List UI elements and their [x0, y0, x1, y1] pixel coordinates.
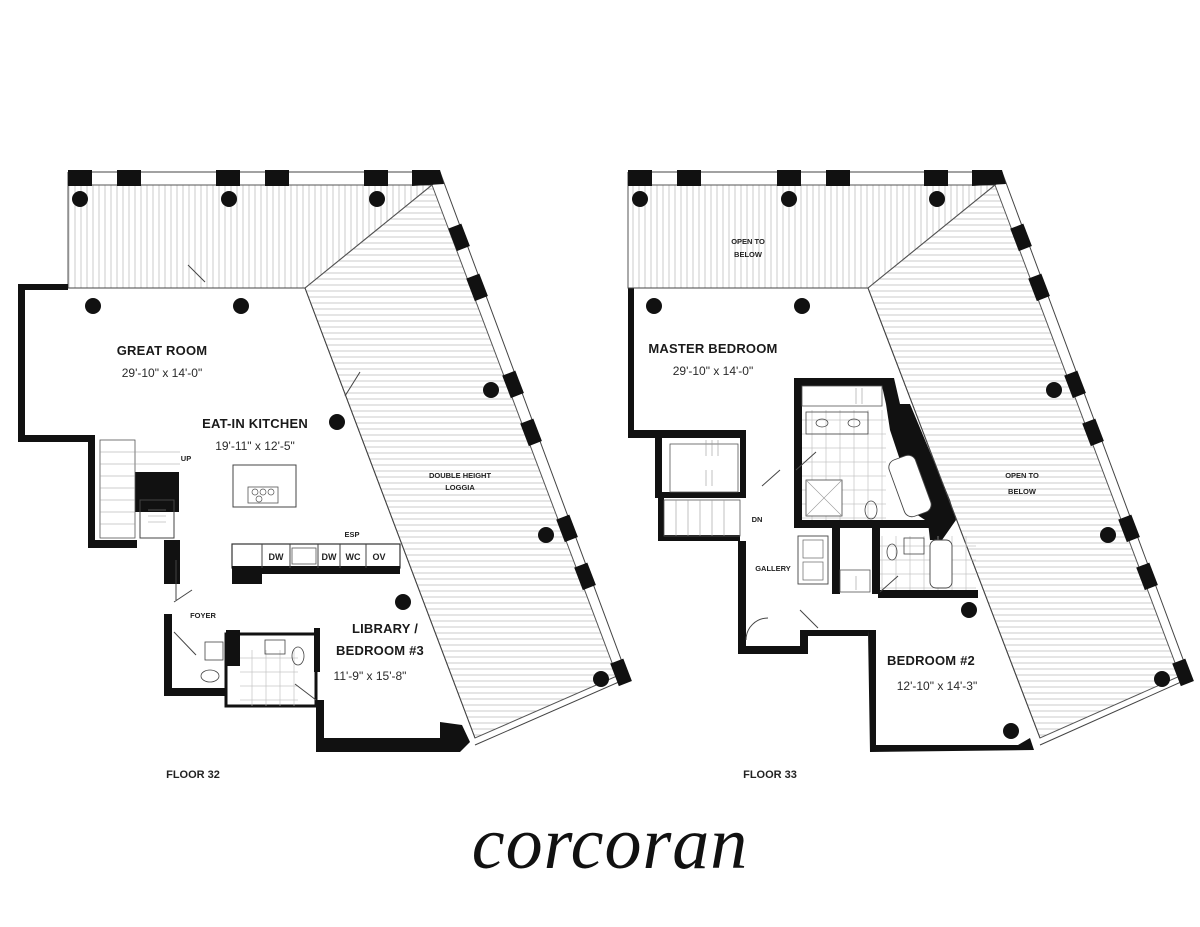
- kitchen-counter: [231, 543, 401, 584]
- master-bedroom-label: MASTER BEDROOM: [648, 341, 777, 356]
- library-label-line1: LIBRARY /: [352, 621, 418, 636]
- loggia-label-line1: DOUBLE HEIGHT: [429, 471, 492, 480]
- up-label: UP: [181, 454, 191, 463]
- gallery-label: GALLERY: [755, 564, 791, 573]
- open-to-below-right-line1: OPEN TO: [1005, 471, 1039, 480]
- library-dims: 11'-9" x 15'-8": [334, 669, 407, 683]
- appliance-dw-2: DW: [322, 552, 337, 562]
- esp-label: ESP: [344, 530, 359, 539]
- master-bath: [801, 385, 932, 520]
- bedroom-2-dims: 12'-10" x 14'-3": [897, 679, 977, 693]
- floor-32-stair: [99, 439, 180, 539]
- floor-33-stair: [663, 499, 741, 537]
- floor-32-bath: [173, 589, 320, 708]
- foyer-label: FOYER: [190, 611, 216, 620]
- floor-33-label: FLOOR 33: [743, 769, 797, 781]
- open-to-below-right-line2: BELOW: [1008, 487, 1037, 496]
- great-room-label: GREAT ROOM: [117, 343, 208, 358]
- appliance-ov: OV: [372, 552, 385, 562]
- bedroom-2-label: BEDROOM #2: [887, 653, 975, 668]
- floor-33-plan: OPEN TO BELOW OPEN TO BELOW MASTER BEDRO…: [627, 170, 1194, 781]
- loggia-label-line2: LOGGIA: [445, 483, 475, 492]
- appliance-dw-1: DW: [269, 552, 284, 562]
- kitchen-label: EAT-IN KITCHEN: [202, 416, 308, 431]
- master-bedroom-dims: 29'-10" x 14'-0": [673, 364, 753, 378]
- kitchen-dims: 19'-11" x 12'-5": [215, 439, 295, 453]
- floor-32-label: FLOOR 32: [166, 769, 220, 781]
- bedroom-2-bath: [797, 535, 976, 593]
- corcoran-logo: corcoran: [472, 803, 749, 885]
- great-room-dims: 29'-10" x 14'-0": [122, 366, 202, 380]
- floor-32-plan: GREAT ROOM 29'-10" x 14'-0" EAT-IN KITCH…: [18, 170, 632, 781]
- open-to-below-top-line1: OPEN TO: [731, 237, 765, 246]
- library-label-line2: BEDROOM #3: [336, 643, 424, 658]
- open-to-below-top-line2: BELOW: [734, 250, 763, 259]
- appliance-wc: WC: [346, 552, 361, 562]
- dn-label: DN: [752, 515, 763, 524]
- kitchen-island: [232, 464, 297, 508]
